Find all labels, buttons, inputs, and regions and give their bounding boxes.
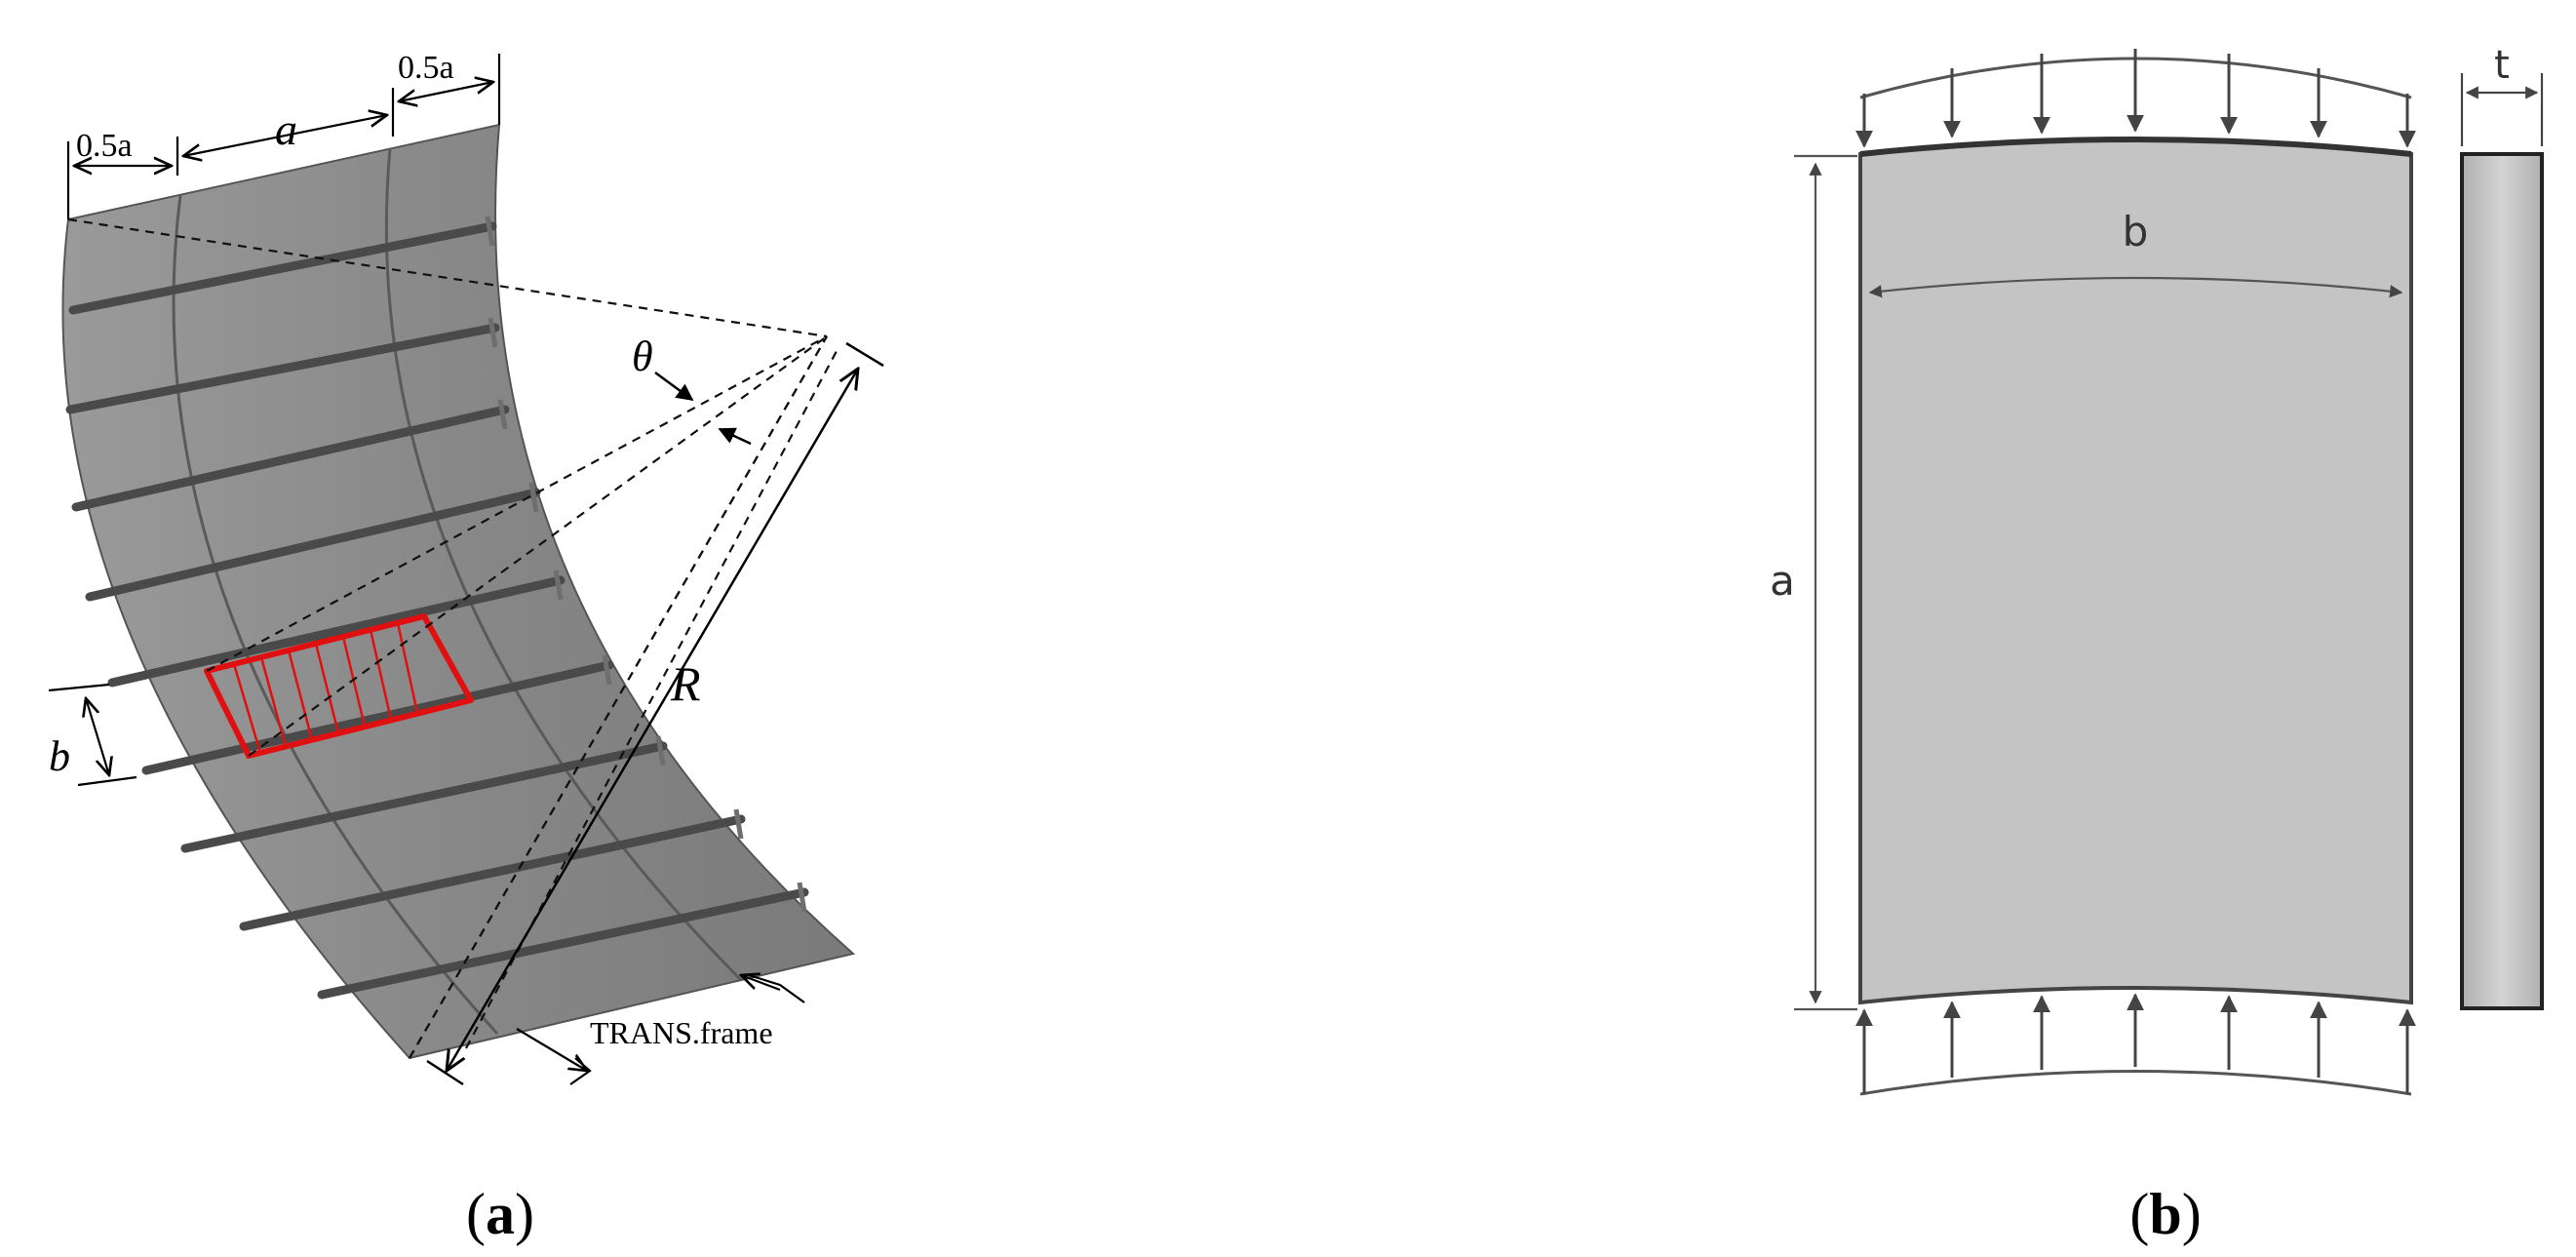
length-label: a xyxy=(1770,557,1795,605)
panel-b: b a t (b) xyxy=(1770,43,2544,1246)
theta-label: θ xyxy=(632,333,653,380)
a-dimension xyxy=(1794,154,1857,1011)
top-dimensions xyxy=(66,54,501,219)
thickness-label: t xyxy=(2494,43,2510,88)
panel-a: 0.5a a 0.5a θ R b TRANS.frame (a) xyxy=(48,50,884,1246)
b-dimension-arc xyxy=(1868,276,2403,298)
radius-label: R xyxy=(670,656,701,711)
curved-plate xyxy=(1858,137,2413,1005)
curved-shell xyxy=(61,123,856,1060)
width-label: b xyxy=(2123,208,2149,255)
frame-leaders xyxy=(516,975,805,1085)
dim-top-right-label: 0.5a xyxy=(398,50,454,86)
t-dimension xyxy=(2460,73,2544,146)
frame-label: TRANS.frame xyxy=(590,1015,773,1050)
bottom-load-arrows xyxy=(1855,993,2416,1094)
dim-top-left-label: 0.5a xyxy=(76,128,133,164)
stiffener-spacing-label: b xyxy=(49,732,70,780)
b-spacing-dimension xyxy=(48,683,137,787)
bottom-load-envelope xyxy=(1859,1070,2412,1096)
caption-a: (a) xyxy=(466,1182,534,1246)
radius-dimension xyxy=(426,341,884,1086)
thickness-view xyxy=(2460,152,2544,1010)
caption-b: (b) xyxy=(2129,1182,2201,1246)
dim-a-label: a xyxy=(275,104,297,154)
top-load-arrows xyxy=(1855,49,2416,148)
theta-arrows xyxy=(654,371,752,446)
